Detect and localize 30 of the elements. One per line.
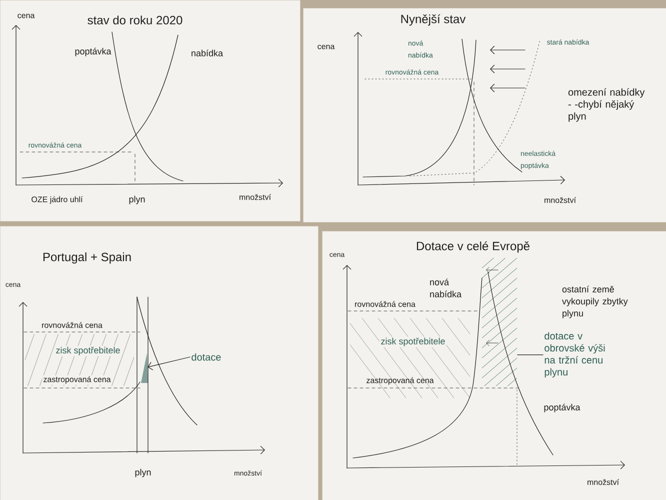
price-label: rovnovážná cena <box>40 321 104 329</box>
axis-label: plyn <box>135 468 151 478</box>
note-text: ostatní země vykoupily zbytky plynu <box>562 286 628 318</box>
hatched-band <box>482 258 517 386</box>
area-label: zisk spotřebitele <box>54 346 122 356</box>
price-label: zastropovaná cena <box>366 377 434 385</box>
axis-label: cena <box>18 14 35 18</box>
curve-label: nová nabídka <box>430 278 462 298</box>
leader-line <box>148 356 190 370</box>
note-text: omezení nabídky - -chybí nějaký plyn <box>568 88 645 122</box>
area-label: zisk spotřebitele <box>380 336 446 348</box>
chart-title: Dotace v celé Evropě <box>416 241 530 253</box>
chart-title: stav do roku 2020 <box>88 16 182 24</box>
curve-label: nabídka <box>192 50 224 56</box>
callout-text: dotace v obrovské výši na tržní cenu plynu <box>544 332 605 378</box>
callout-text: dotace <box>192 353 221 361</box>
price-label: zastropovaná cena <box>42 375 112 385</box>
axis-label: plyn <box>129 196 145 204</box>
curve-label: poptávka <box>75 48 112 56</box>
leader-line <box>517 354 544 356</box>
axis-label: množství <box>544 197 576 203</box>
axis-label: množství <box>240 194 271 200</box>
axis-label: OZE jádro uhlí <box>32 196 83 204</box>
curve-label: poptávka <box>544 404 580 412</box>
chart-title: Portugal + Spain <box>43 252 131 264</box>
axis-label: cena <box>318 44 335 50</box>
price-label: rovnovážná cena <box>355 301 416 307</box>
subsidy-triangle <box>141 353 148 383</box>
axis-label: množství <box>588 479 619 485</box>
chart-title: Nynější stav <box>401 14 466 26</box>
